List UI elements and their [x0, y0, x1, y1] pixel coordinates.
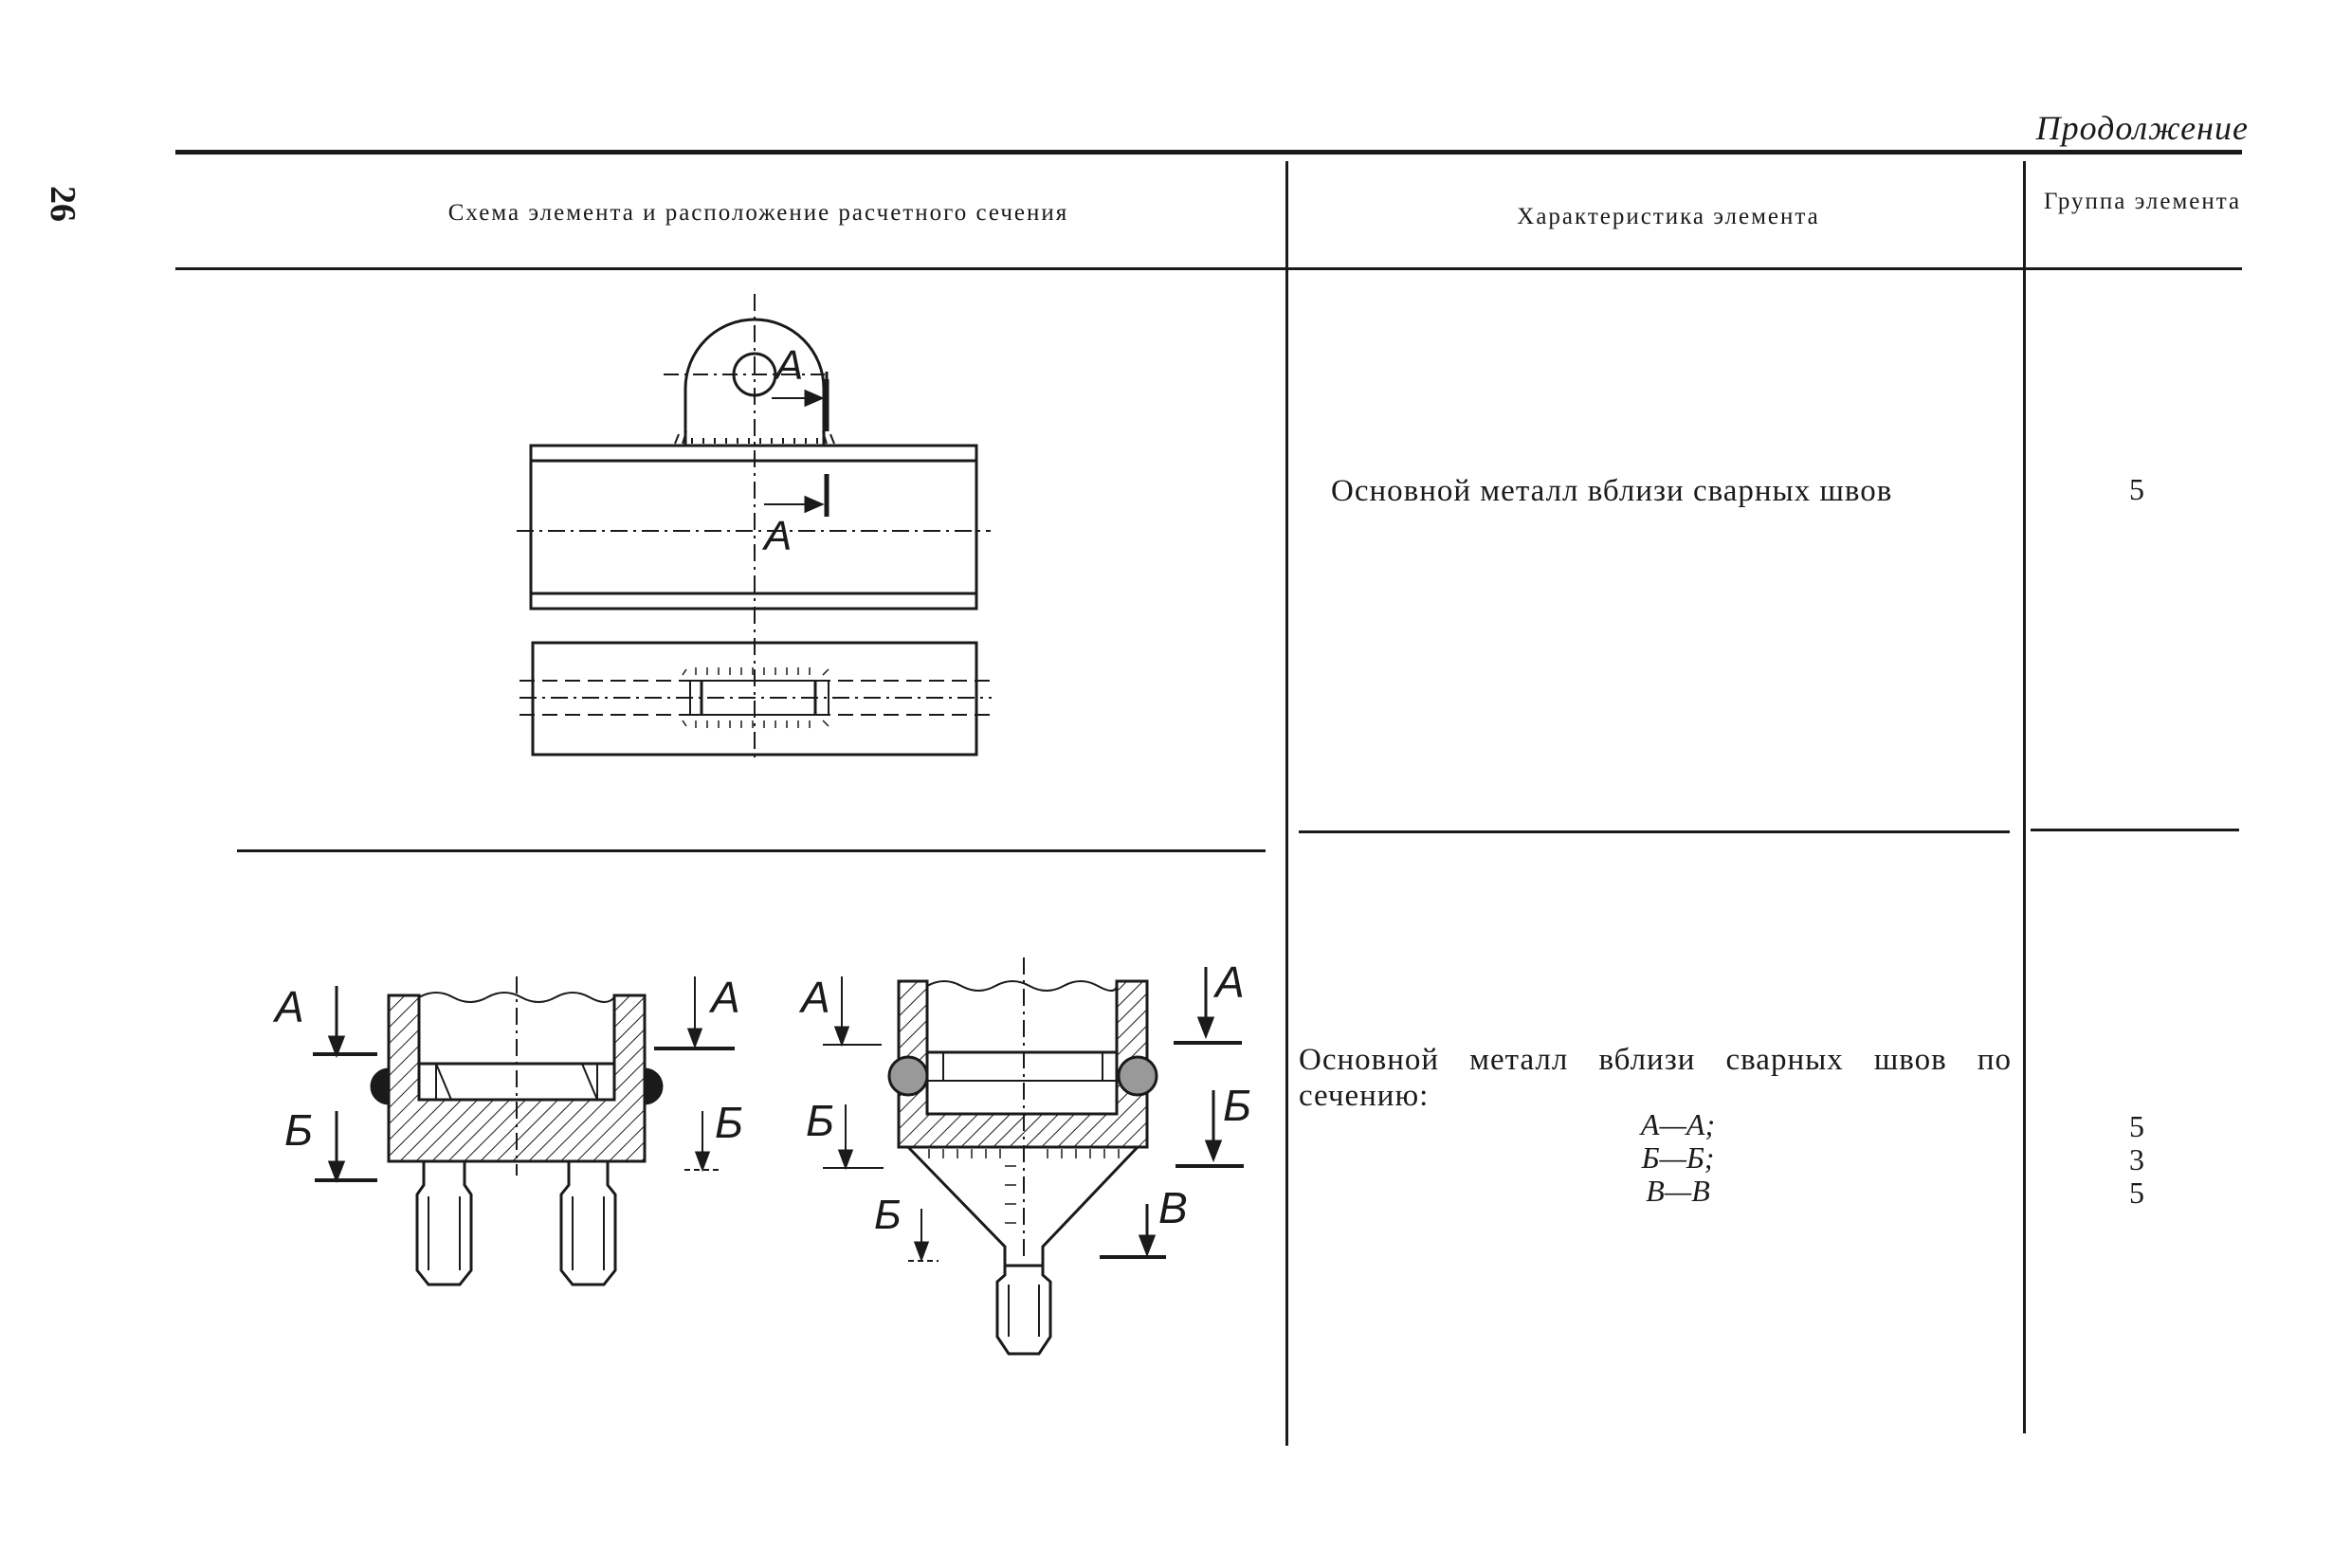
header-group: Группа элемента — [2043, 189, 2242, 214]
cone-hatching — [928, 1149, 1120, 1224]
drawing3-label-b-left: Б — [806, 1096, 834, 1145]
row2-group-bb: 3 — [2129, 1142, 2144, 1176]
row-divider-characteristic — [1299, 830, 2010, 833]
row1-characteristic: Основной металл вблизи сварных швов — [1331, 474, 1893, 508]
row1-group: 5 — [2129, 472, 2144, 506]
row-divider-group — [2031, 829, 2239, 831]
column-divider-2 — [2023, 161, 2026, 1433]
stud-center — [995, 1266, 1052, 1356]
drawing3-label-b-right: Б — [1223, 1081, 1251, 1130]
row2-group-vv: 5 — [2129, 1176, 2144, 1210]
drawing2-label-b-left: Б — [284, 1105, 313, 1155]
row2-section-bb: Б—Б; — [1641, 1140, 1715, 1175]
row-divider-scheme — [237, 849, 1266, 852]
header-scheme: Схема элемента и расположение расчетного… — [447, 200, 1069, 226]
row2-section-aa: А—А; — [1640, 1107, 1716, 1141]
drawing2-label-a-right: А — [708, 973, 740, 1022]
stud-left — [415, 1161, 473, 1286]
header-characteristic: Характеристика элемента — [1517, 204, 1820, 229]
drawing2-label-a-left: А — [272, 982, 304, 1031]
stud-right — [559, 1161, 617, 1286]
table-top-rule — [175, 150, 2242, 155]
row2-section-vv: В—В — [1646, 1174, 1710, 1208]
table-header-rule — [175, 267, 2242, 270]
row2-characteristic: Основной металл вблизи сварных швов по с… — [1299, 1043, 2012, 1113]
row2-group-aa: 5 — [2129, 1109, 2144, 1143]
drawing3-label-b-lower: Б — [874, 1192, 902, 1238]
beam-plan — [519, 641, 992, 757]
continued-label: Продолжение — [2035, 109, 2249, 147]
lug-weld-left — [674, 430, 835, 445]
drawing1-label-a-bottom: А — [761, 513, 792, 559]
drawing1-label-a-top: А — [773, 342, 803, 389]
column-divider-1 — [1285, 161, 1288, 1446]
drawing2-label-b-right: Б — [715, 1098, 743, 1147]
beam-elevation — [517, 444, 991, 611]
drawing3-label-a-right: А — [1212, 957, 1245, 1007]
drawing3-label-a-left: А — [798, 973, 830, 1022]
drawing3-label-v: В — [1158, 1183, 1188, 1232]
lug-elevation — [664, 294, 835, 758]
plan-weld-hatching — [682, 667, 829, 728]
